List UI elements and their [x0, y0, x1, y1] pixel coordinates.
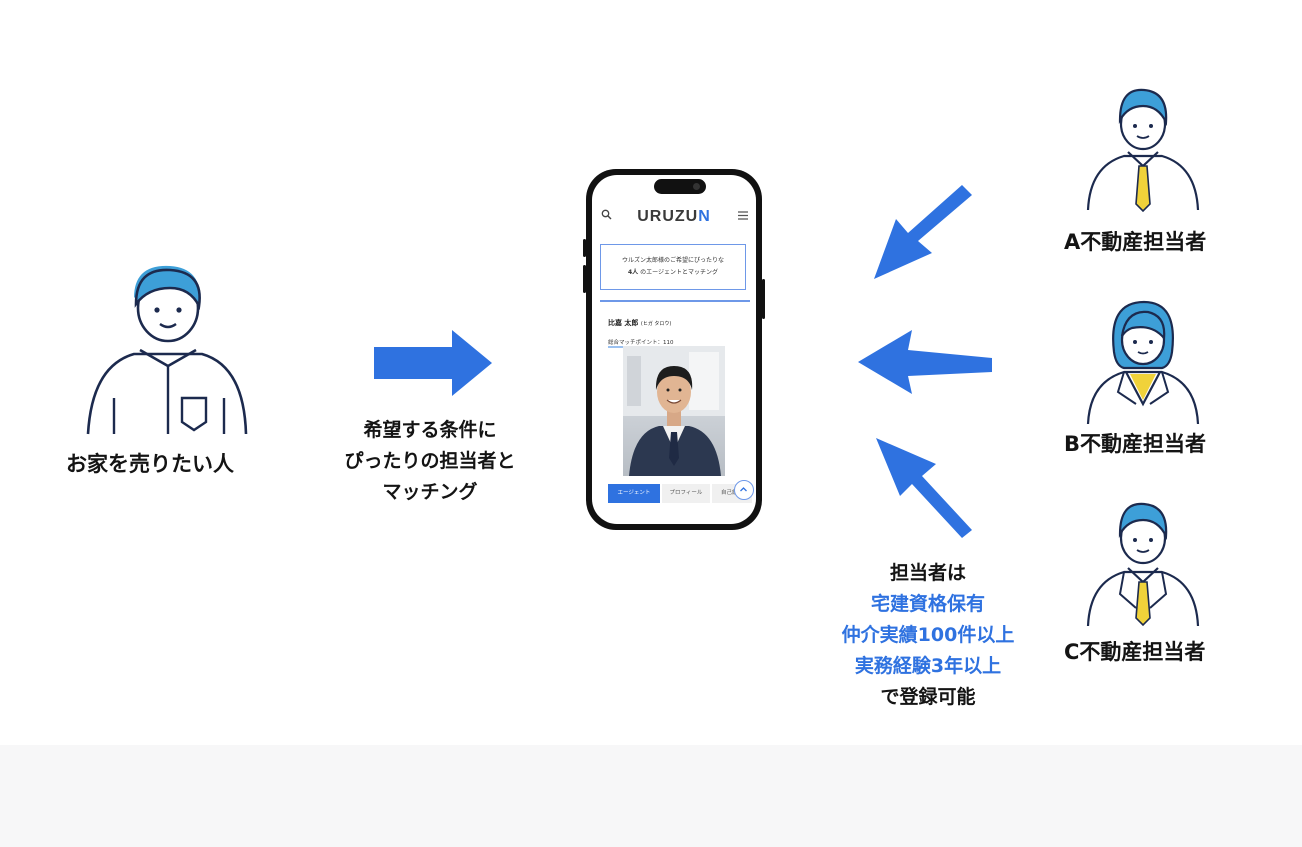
search-icon[interactable] [601, 209, 612, 220]
agent-a-person-icon [1086, 88, 1200, 212]
match-line-1: ウルズン太郎様のご希望にぴったりな [621, 257, 724, 264]
agent-b-label: B不動産担当者 [1064, 432, 1207, 456]
match-line-2-text: のエージェントとマッチング [638, 269, 718, 276]
requirement-experience: 実務経験3年以上 [854, 655, 1002, 677]
phone-screen: URUZUN ウルズン太郎様のご希望にぴったりな 4人 のエージェントとマッチン… [592, 175, 756, 524]
scroll-top-button[interactable] [734, 480, 754, 500]
menu-icon[interactable] [738, 211, 748, 220]
app-logo-accent: N [698, 208, 711, 225]
section-divider [600, 300, 750, 302]
requirements-text: 担当者は 宅建資格保有 仲介実績100件以上 実務経験3年以上 で登録可能 [812, 558, 1044, 713]
agent-c-person-icon [1086, 502, 1200, 627]
phone-side-button [583, 265, 586, 293]
match-count: 4人 [628, 269, 639, 276]
agent-name: 比嘉 太郎 (ヒガ タロウ) [608, 318, 671, 328]
arrow-from-agent-c-icon [876, 438, 972, 538]
agent-c-label: C不動産担当者 [1064, 640, 1206, 664]
matching-text: 希望する条件に ぴったりの担当者と マッチング [325, 415, 535, 508]
match-line-2: 4人 のエージェントとマッチング [601, 267, 745, 279]
agent-name-text: 比嘉 太郎 [608, 319, 639, 327]
tab-profile[interactable]: プロフィール [662, 484, 710, 503]
agent-a-label: A不動産担当者 [1064, 230, 1207, 254]
agent-name-kana: (ヒガ タロウ) [640, 321, 672, 327]
app-logo: URUZUN [592, 208, 756, 226]
chevron-up-icon [740, 487, 747, 492]
match-result-box: ウルズン太郎様のご希望にぴったりな 4人 のエージェントとマッチング [600, 244, 746, 290]
seller-label: お家を売りたい人 [66, 452, 234, 476]
app-logo-main: URUZU [637, 208, 699, 225]
arrow-from-agent-b-icon [858, 330, 992, 394]
arrow-from-agent-a-icon [874, 185, 972, 279]
phone-side-button [762, 279, 765, 319]
matching-line-1: 希望する条件に [363, 419, 497, 441]
smartphone-mockup: URUZUN ウルズン太郎様のご希望にぴったりな 4人 のエージェントとマッチン… [583, 169, 765, 530]
seller-person-icon [86, 265, 248, 435]
camera-icon [693, 183, 700, 190]
matching-line-3: マッチング [382, 481, 478, 503]
phone-side-button [583, 239, 586, 257]
phone-notch [654, 179, 706, 194]
requirements-intro: 担当者は [889, 562, 966, 584]
tab-agent[interactable]: エージェント [608, 484, 660, 503]
agent-b-person-icon [1086, 300, 1200, 425]
agent-photo-illustration [623, 346, 725, 476]
requirements-outro: で登録可能 [880, 686, 976, 708]
arrow-right-icon [374, 330, 492, 396]
requirement-license: 宅建資格保有 [870, 593, 985, 615]
matching-line-2: ぴったりの担当者と [344, 450, 516, 472]
requirement-brokerage: 仲介実績100件以上 [841, 624, 1015, 646]
agent-photo [623, 346, 725, 476]
